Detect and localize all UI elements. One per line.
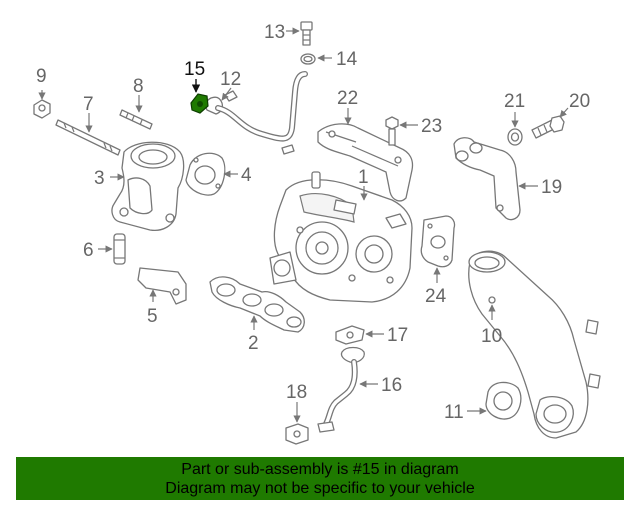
callout-18: 18	[286, 382, 307, 403]
part-7-stud[interactable]	[55, 119, 121, 156]
callout-2: 2	[248, 333, 259, 354]
part-11-gasket[interactable]	[485, 381, 522, 420]
part-13-bolt[interactable]	[300, 21, 313, 46]
callout-9: 9	[36, 66, 47, 87]
part-23-bolt[interactable]	[385, 116, 399, 146]
part-8-stud[interactable]	[119, 109, 153, 130]
callout-3: 3	[94, 168, 105, 189]
callout-8: 8	[133, 76, 144, 97]
part-5-bracket[interactable]	[137, 267, 187, 305]
part-2-gasket[interactable]	[209, 276, 305, 333]
diagram-canvas: 13 14 15 12 9 8 7 3 4 22 23 21 2	[33, 21, 601, 445]
callout-1: 1	[358, 167, 369, 188]
callout-22: 22	[337, 88, 358, 109]
part-20-bolt[interactable]	[531, 115, 565, 139]
part-6-sleeve[interactable]	[113, 233, 126, 265]
callout-19: 19	[541, 177, 562, 198]
callout-7: 7	[83, 94, 94, 115]
banner-line-1: Part or sub-assembly is #15 in diagram	[181, 461, 459, 478]
part-19-bracket[interactable]	[453, 137, 521, 221]
part-16-return-line[interactable]	[317, 346, 365, 433]
part-24-gasket[interactable]	[420, 215, 456, 268]
banner-line-2: Diagram may not be specific to your vehi…	[165, 480, 475, 497]
callout-12: 12	[220, 69, 241, 90]
part-14-o-ring[interactable]	[300, 53, 316, 65]
callout-24: 24	[425, 286, 447, 307]
callout-11: 11	[444, 402, 464, 423]
callout-14: 14	[336, 49, 358, 70]
part-4-gasket[interactable]	[185, 152, 226, 196]
callout-20: 20	[569, 91, 590, 112]
part-18-gasket[interactable]	[285, 423, 309, 445]
callout-13: 13	[264, 22, 285, 43]
part-21-washer[interactable]	[507, 128, 523, 146]
part-3-elbow[interactable]	[111, 141, 185, 232]
callout-6: 6	[83, 240, 94, 261]
callouts: 13 14 15 12 9 8 7 3 4 22 23 21 2	[36, 22, 590, 423]
callout-23: 23	[421, 116, 442, 137]
part-17-gasket[interactable]	[335, 325, 365, 345]
parts-diagram: 13 14 15 12 9 8 7 3 4 22 23 21 2	[33, 21, 601, 445]
part-1-turbocharger[interactable]	[269, 171, 413, 303]
part-9-nut[interactable]	[33, 99, 51, 119]
callout-16: 16	[381, 375, 402, 396]
part-15-highlighted[interactable]	[190, 93, 209, 114]
callout-21: 21	[504, 91, 525, 112]
callout-17: 17	[387, 325, 408, 346]
part-10-intake-pipe[interactable]	[468, 250, 601, 439]
callout-15: 15	[184, 59, 205, 80]
callout-10: 10	[481, 326, 502, 347]
info-banner: Part or sub-assembly is #15 in diagram D…	[16, 457, 624, 500]
callout-5: 5	[147, 306, 158, 327]
callout-4: 4	[241, 165, 252, 186]
